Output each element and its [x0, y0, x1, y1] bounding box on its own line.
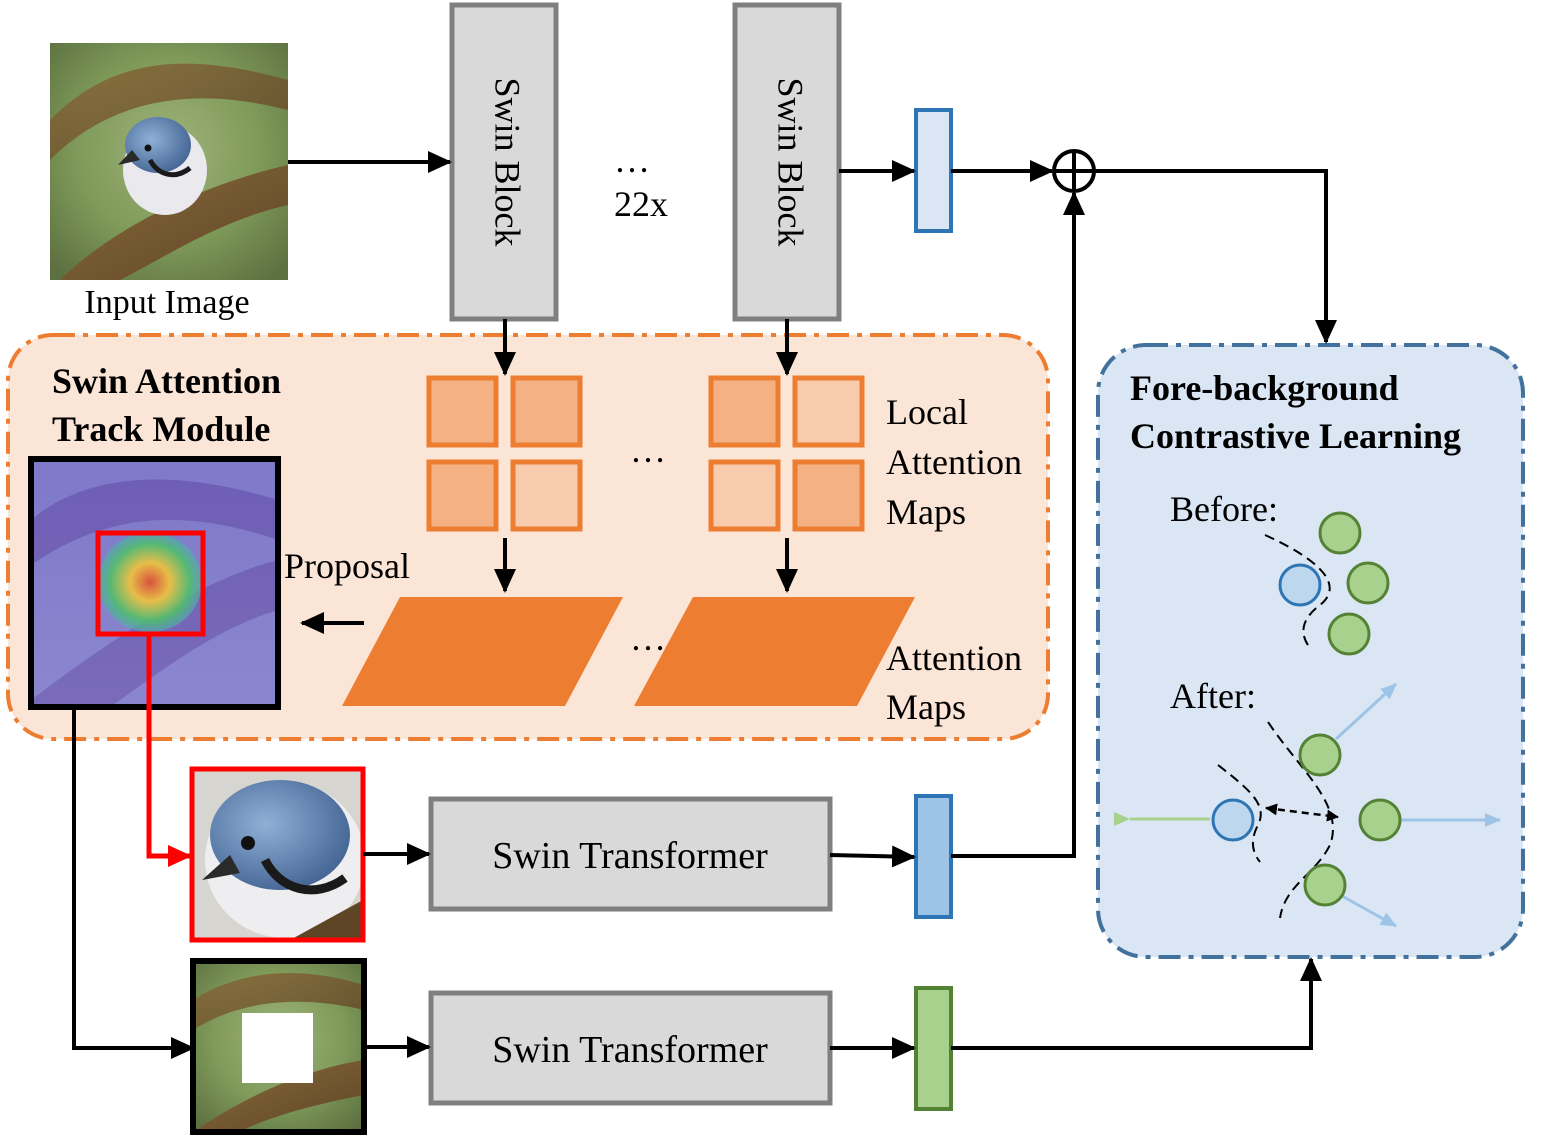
background-masked-image — [190, 958, 367, 1135]
arrow-sum-to-fbcl — [1094, 169, 1337, 344]
before-label: Before: — [1170, 489, 1278, 529]
backbone-repeat-label: 22x — [614, 184, 668, 224]
foreground-feature-token — [914, 794, 953, 919]
background-feature-token — [914, 986, 953, 1111]
arrow-fore-transformer-to-token — [829, 845, 916, 868]
after-blue-node — [1211, 798, 1255, 842]
arrow-proposal-to-crop — [146, 634, 192, 867]
proposal-label: Proposal — [284, 546, 410, 586]
foreground-crop-image — [189, 766, 366, 943]
swin-transformer-back — [428, 990, 833, 1106]
satm-title-line1: Swin Attention — [52, 361, 281, 401]
fbcl-title-line2: Contrastive Learning — [1130, 416, 1461, 456]
fbcl-title-line1: Fore-background — [1130, 368, 1399, 408]
local-attention-grid-2 — [708, 375, 865, 532]
local-attention-grid-1 — [426, 375, 583, 532]
before-green-node-2 — [1346, 561, 1390, 605]
after-boundary-outer — [1267, 721, 1334, 919]
local-maps-ellipsis: … — [630, 430, 666, 470]
backbone-ellipsis: … — [614, 140, 650, 180]
local-maps-label-line1: Local — [886, 392, 968, 432]
after-label: After: — [1170, 676, 1256, 716]
input-image-label: Input Image — [84, 284, 249, 321]
attention-maps-label-line1: Attention — [886, 638, 1022, 678]
attention-overlay-image — [28, 456, 281, 710]
swin-transformer-back-label: Swin Transformer — [492, 1029, 768, 1071]
swin-transformer-fore — [428, 796, 833, 912]
arrow-back-token-to-fbcl — [951, 957, 1322, 1050]
before-green-node-1 — [1318, 511, 1362, 555]
after-boundary-inner — [1217, 764, 1262, 863]
before-boundary — [1264, 534, 1331, 649]
swin-block-first-label: Swin Block — [488, 77, 528, 246]
swin-block-last-label: Swin Block — [771, 77, 811, 246]
after-arrow-down — [1341, 894, 1397, 928]
after-arrow-up — [1334, 682, 1398, 741]
attention-maps-ellipsis: … — [630, 618, 666, 658]
local-maps-label-line3: Maps — [886, 492, 966, 532]
arrow-fore-token-to-sum — [951, 191, 1085, 858]
after-green-node-2 — [1358, 798, 1402, 842]
before-blue-node — [1278, 563, 1322, 607]
attention-map-2 — [634, 597, 915, 706]
swin-transformer-fore-label: Swin Transformer — [492, 835, 768, 877]
attention-map-1 — [342, 597, 623, 706]
sum-operator — [1052, 149, 1096, 193]
after-green-node-1 — [1298, 733, 1342, 777]
before-green-node-3 — [1327, 612, 1371, 656]
satm-title-line2: Track Module — [52, 409, 270, 449]
global-feature-token — [914, 108, 953, 233]
arrow-overlay-to-masked — [72, 707, 195, 1059]
after-push-arrow — [1265, 803, 1339, 822]
fbcl-region — [1096, 343, 1525, 959]
input-image — [50, 43, 288, 280]
local-maps-label-line2: Attention — [886, 442, 1022, 482]
after-green-node-3 — [1303, 863, 1347, 907]
attention-maps-label-line2: Maps — [886, 687, 966, 727]
